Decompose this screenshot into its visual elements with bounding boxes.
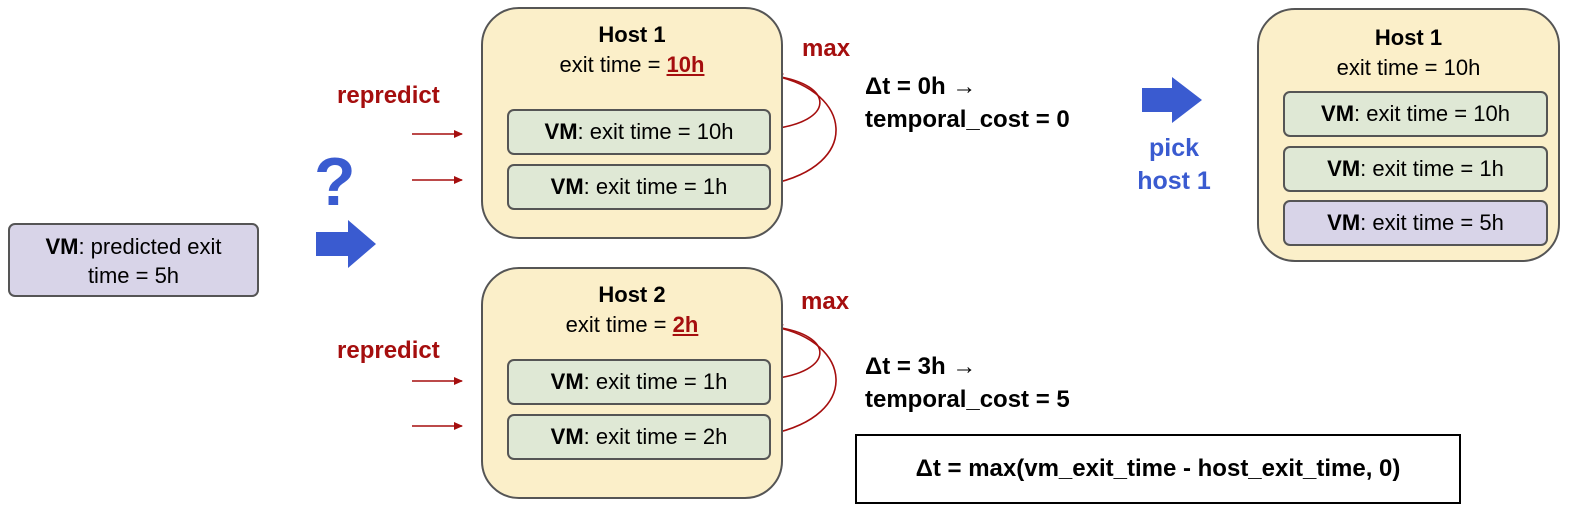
max-curve [770,324,821,380]
host-exit-value: 10h [666,52,705,77]
result-host-card: Host 1 exit time = 10h VM: exit time = 1… [1257,8,1560,262]
pick-arrow-icon [1142,77,1202,123]
vm-box: VM: exit time = 10h [1283,91,1548,137]
vm-label: VM [45,234,79,259]
max-curve [770,326,837,435]
vm-box-new: VM: exit time = 5h [1283,200,1548,246]
max-curve [770,73,821,130]
incoming-vm-box: VM: predicted exit time = 5h [8,223,259,297]
host-2-card: Host 2 exit time = 2h VM: exit time = 1h… [481,267,783,499]
vm-box: VM: exit time = 1h [1283,146,1548,192]
pick-label: pick host 1 [1137,134,1211,195]
vm-box: VM: exit time = 1h [507,164,771,210]
host-exit-time: exit time = 2h [565,312,699,337]
repredict-label: repredict [337,82,440,109]
repredict-label: repredict [337,337,440,364]
delta-text: Δt = 0h → [865,73,977,100]
vm-text-line2: time = 5h [87,263,180,288]
vm-box: VM: exit time = 1h [507,359,771,405]
temporal-cost-text: temporal_cost = 0 [865,106,1070,133]
vm-text: : predicted exit [78,234,222,259]
host-title: Host 1 [1374,25,1443,50]
delta-text: Δt = 3h → [865,353,977,380]
vm-box: VM: exit time = 2h [507,414,771,460]
max-label: max [802,35,851,62]
incoming-arrow-icon [316,220,376,268]
vm-box: VM: exit time = 10h [507,109,771,155]
question-mark-icon: ? [314,144,356,220]
temporal-cost-text: temporal_cost = 5 [865,386,1070,413]
host-exit-value: 2h [672,312,699,337]
host-1-card: Host 1 exit time = 10h VM: exit time = 1… [481,7,783,239]
max-curve [770,75,837,185]
host-title: Host 1 [598,22,666,47]
formula-box: Δt = max(vm_exit_time - host_exit_time, … [855,434,1461,504]
host-title: Host 2 [598,282,666,307]
host-exit-time: exit time = 10h [1336,55,1481,80]
max-label: max [801,288,850,315]
host-exit-time: exit time = 10h [559,52,705,77]
